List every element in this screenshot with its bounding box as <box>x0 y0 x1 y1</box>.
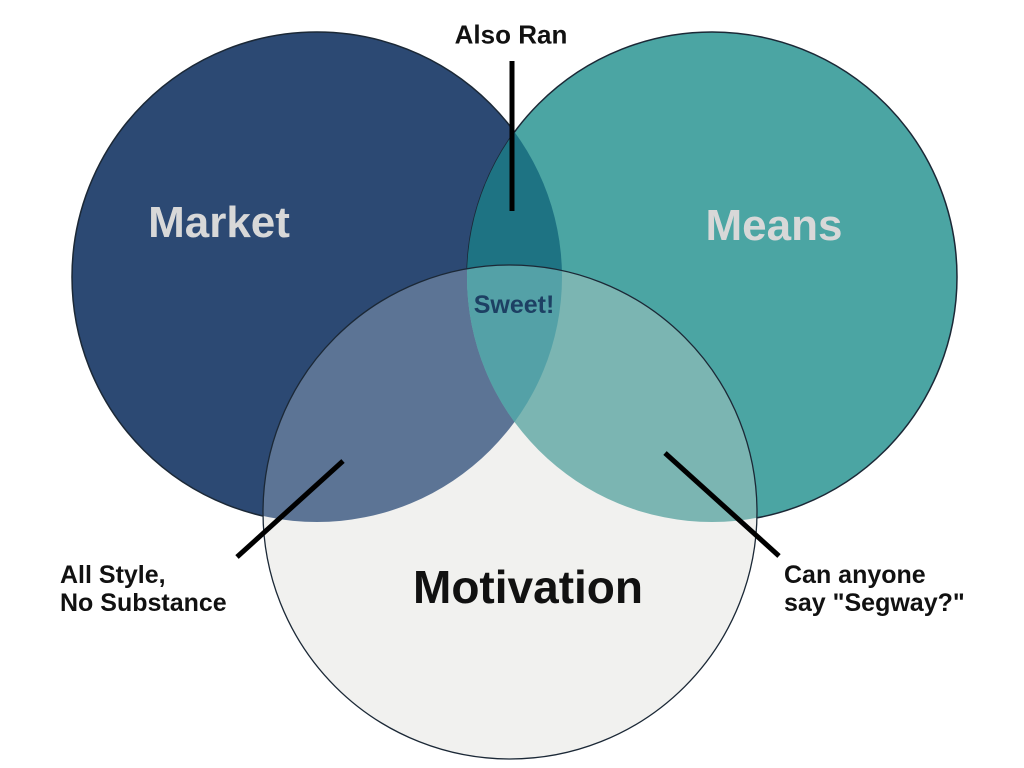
segway-pointer-line <box>663 451 781 558</box>
segway-annotation: Can anyone say "Segway?" <box>784 561 965 617</box>
all-style-annotation: All Style, No Substance <box>60 561 227 617</box>
means-set-label: Means <box>705 200 843 250</box>
all-style-annotation-line2: No Substance <box>60 589 227 617</box>
segway-annotation-line1: Can anyone <box>784 561 926 589</box>
sweet-center-label: Sweet! <box>473 290 555 319</box>
motivation-set-label: Motivation <box>413 560 643 613</box>
all-style-annotation-line1: All Style, <box>60 561 166 589</box>
all-style-pointer-line <box>235 459 345 559</box>
also-ran-label: Also Ran <box>454 19 568 50</box>
segway-annotation-line2: say "Segway?" <box>784 589 965 617</box>
motivation-circle-outline <box>262 264 758 760</box>
market-set-label: Market <box>148 197 290 247</box>
